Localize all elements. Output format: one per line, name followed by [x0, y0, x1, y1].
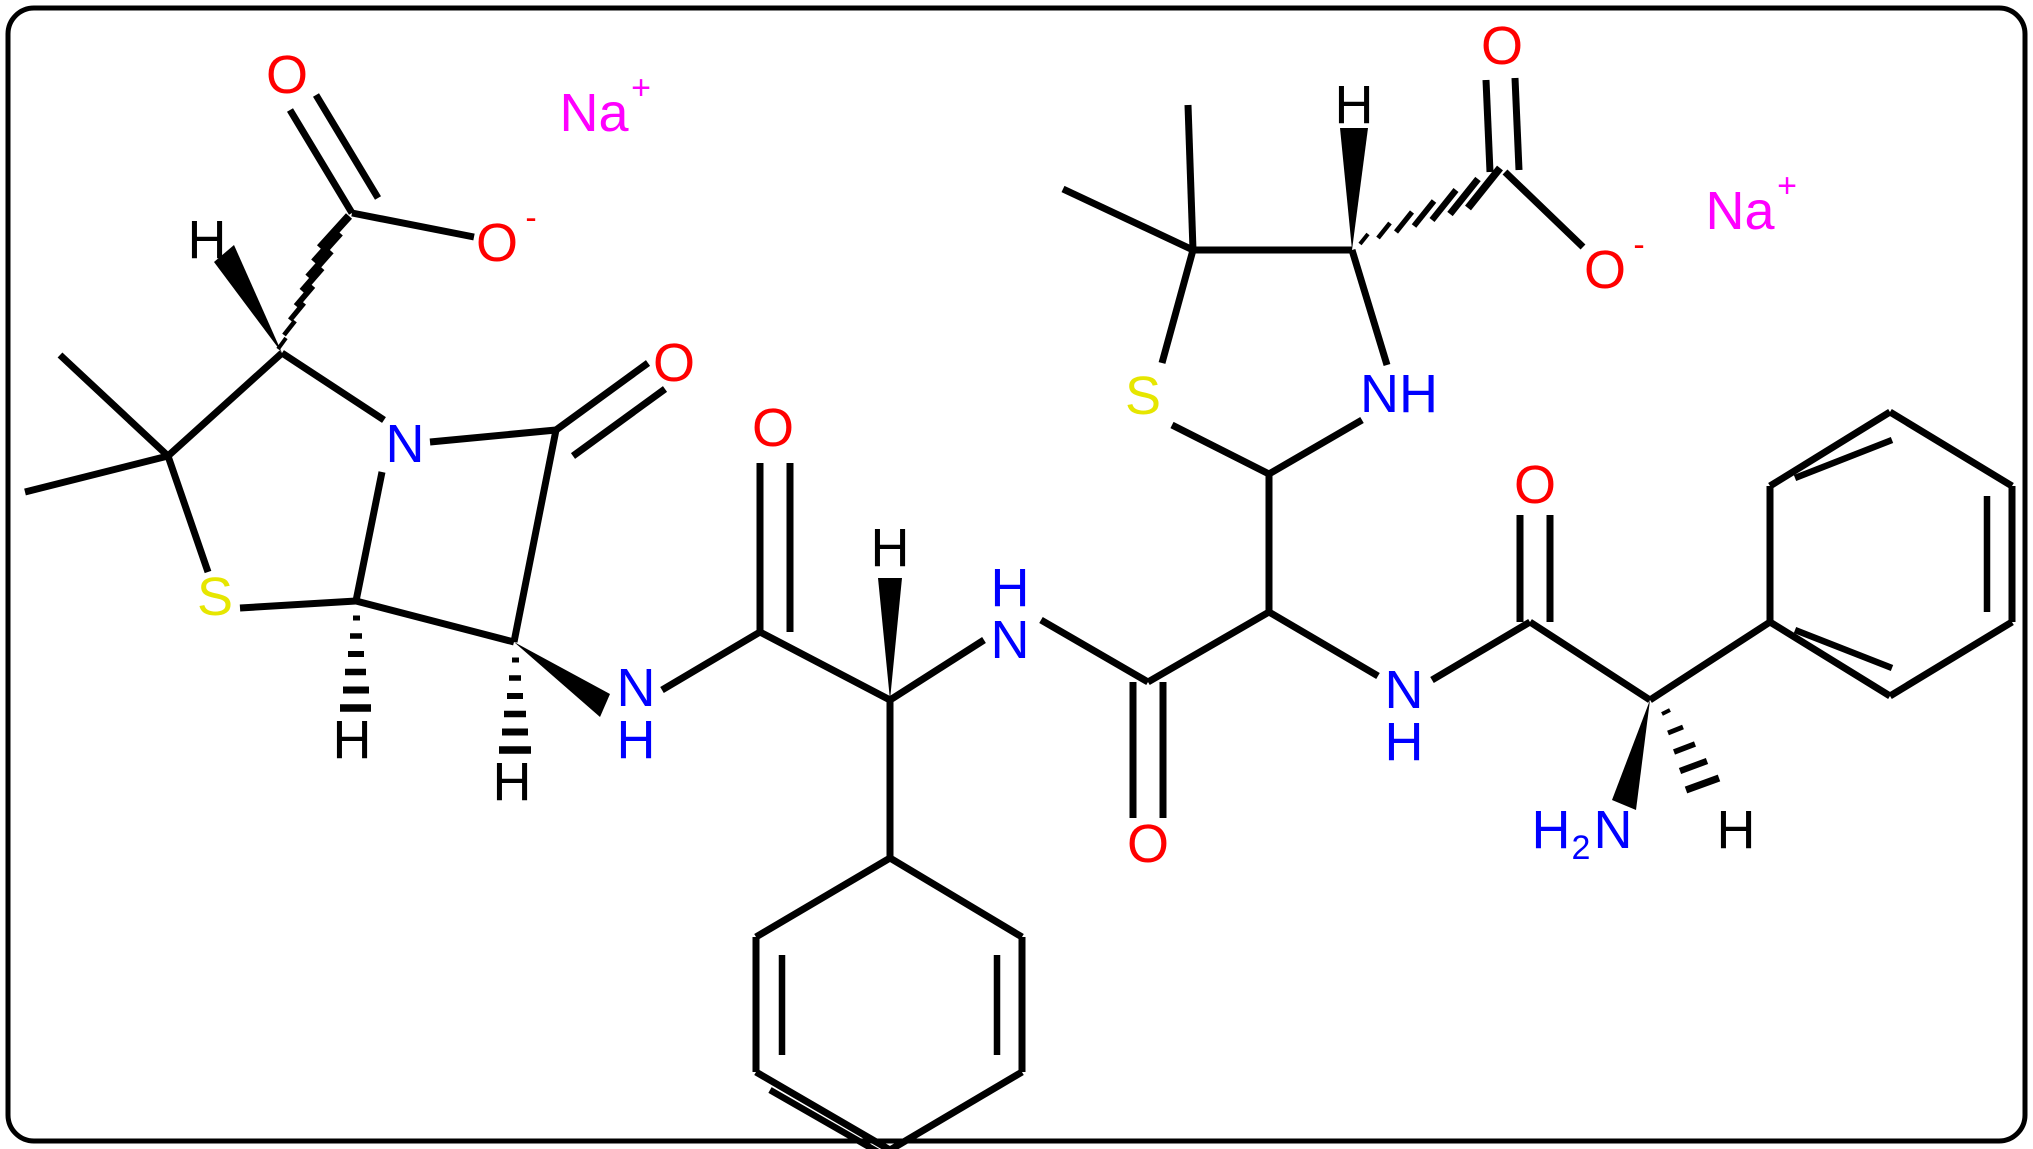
- bond-r-nh-to-carbonyl: [1430, 618, 1532, 684]
- atom-label-group-right: S NH H O O - Na + O O N H H 2 N H: [1125, 16, 1797, 874]
- wedge-bond-c6-to-amide-n: [514, 642, 610, 717]
- hydrogen-label-c2-left: H: [188, 210, 227, 270]
- bond-n-to-carbonylc: [429, 426, 557, 446]
- bond-r-methyl-left: [1061, 185, 1195, 254]
- phenyl-l-inner2: [768, 1087, 880, 1149]
- oxygen-label-amide-left: O: [752, 398, 794, 458]
- hydrogen-label-amide-left: H: [617, 710, 656, 770]
- phenyl-l-b1: [754, 854, 892, 941]
- phenyl-ring-right: [1766, 409, 2016, 699]
- sodium-label-1: Na: [559, 83, 629, 143]
- nitrogen-label-amide-right: N: [1385, 660, 1424, 720]
- bond-s-to-c5: [239, 597, 357, 612]
- wedge-bond-alpha-to-h-left: [878, 578, 902, 700]
- bond-r-c2-to-nh: [1267, 416, 1364, 478]
- sodium-plus-charge-1: +: [631, 69, 651, 107]
- wedge-bond-r-ch-to-h: [1340, 128, 1368, 250]
- hash-bond-r-ch-to-carboxyl: [1358, 165, 1503, 246]
- nitrogen-label-amide-left: N: [617, 658, 656, 718]
- phenyl-r-b2: [1768, 409, 1892, 489]
- bond-r-s-to-c2: [1170, 421, 1271, 478]
- hash-bond-c2-to-carboxyl: [276, 213, 353, 351]
- bond-carboxyl-to-ominus: [351, 209, 475, 241]
- hydrogen-label-c6-left: H: [493, 752, 532, 812]
- bond-r-amide-c-to-nh: [1039, 616, 1150, 686]
- bond-methyl-upper-left: [57, 352, 171, 459]
- oxygen-label-carbonyl-left: O: [266, 45, 308, 105]
- bond-alpha-to-nh-left: [888, 637, 986, 703]
- left-penam-core: [24, 93, 1026, 1149]
- amine-subscript-two: 2: [1572, 829, 1591, 867]
- hydrogen-label-amine: H: [1532, 800, 1571, 860]
- bond-methyl-lower-left: [24, 452, 169, 496]
- bond-r-carboxyl-co-a: [1482, 79, 1494, 173]
- hydrogen-label-alpha-left: H: [871, 518, 910, 578]
- hash-bond-c5-to-h: [340, 615, 371, 712]
- nitrogen-label-lactam: N: [386, 414, 425, 474]
- nitrogen-label-nh-mid: N: [991, 610, 1030, 670]
- phenyl-r-b5: [1888, 619, 2014, 699]
- phenyl-r-inner1: [1793, 436, 1894, 482]
- bond-carbonyl-to-alpha: [758, 628, 892, 704]
- phenyl-r-inner3: [1793, 626, 1894, 672]
- hydrogen-label-alpha-right: H: [1717, 800, 1756, 860]
- hash-bond-alpha-to-h-right: [1661, 708, 1721, 794]
- phenyl-r-b3: [1888, 409, 2014, 489]
- phenyl-l-b4: [888, 1068, 1024, 1149]
- nitrogen-label-amine: N: [1594, 800, 1633, 860]
- sulfur-label-left: S: [197, 567, 233, 627]
- phenyl-l-b6: [888, 854, 1024, 941]
- atom-label-group-left: O O - H Na + N S H H N H O H H N O: [188, 45, 1030, 812]
- nitrogen-hydrogen-label-thiazolidine: NH: [1360, 364, 1438, 424]
- hydrogen-label-nh-mid-left: H: [991, 558, 1030, 618]
- bond-r-ch-to-nh-right: [1267, 608, 1380, 680]
- bond-cme2-to-s: [164, 454, 212, 574]
- oxygen-label-amide-right-upper: O: [1514, 455, 1556, 515]
- phenyl-r-b6: [1768, 619, 1892, 699]
- minus-charge-left: -: [525, 199, 536, 237]
- bond-r-carbonyl-to-alpha: [1528, 619, 1652, 703]
- phenyl-l-b3: [754, 1068, 892, 1149]
- phenyl-ring-left: [752, 854, 1026, 1149]
- sulfur-label-right: S: [1125, 366, 1161, 426]
- hash-bond-c6-to-h: [499, 657, 531, 754]
- oxygen-label-lactam-carbonyl: O: [653, 333, 695, 393]
- oxygen-label-carboxylate-right: O: [1584, 240, 1626, 300]
- wedge-bond-c2-to-h: [214, 245, 282, 353]
- bond-r-carboxyl-co-b: [1511, 77, 1523, 171]
- hydrogen-label-ch-right: H: [1335, 75, 1374, 135]
- bond-c2-to-n: [280, 350, 386, 423]
- bond-r-ch-to-nh: [1348, 248, 1391, 367]
- bond-carboxyl-co-a: [287, 108, 355, 215]
- bond-c6-to-c5: [355, 597, 515, 646]
- bond-r-alpha-to-phenyl: [1648, 619, 1772, 703]
- bond-lactam-co-a: [553, 360, 651, 433]
- hydrogen-label-c5-left: H: [333, 710, 372, 770]
- bond-carbonylc-to-c6: [510, 429, 560, 643]
- bond-carboxyl-co-b: [313, 93, 381, 200]
- right-thiazolidine-molecule: [1039, 77, 2016, 818]
- oxygen-label-carboxylate-left: O: [476, 213, 518, 273]
- bond-r-ch-to-amide-c: [1146, 608, 1271, 686]
- sodium-plus-charge-2: +: [1777, 167, 1797, 205]
- diagram-border: [5, 5, 2028, 1144]
- bond-r-methyl-up: [1184, 104, 1197, 251]
- oxygen-label-carboxyl-right: O: [1481, 16, 1523, 76]
- sodium-label-2: Na: [1705, 181, 1775, 241]
- bond-amiden-to-carbonyl: [660, 628, 762, 694]
- minus-charge-right: -: [1633, 226, 1644, 264]
- wedge-bond-alpha-to-amine: [1612, 700, 1650, 810]
- bond-c5-to-n: [352, 471, 386, 602]
- bond-r-cq-to-s: [1158, 249, 1197, 364]
- hydrogen-label-amide-right: H: [1385, 712, 1424, 772]
- oxygen-label-amide-right-lower: O: [1127, 814, 1169, 874]
- bond-r-carboxyl-to-ominus: [1502, 169, 1586, 250]
- bond-lactam-co-b: [570, 386, 668, 459]
- bond-cme2-to-c2: [165, 350, 285, 459]
